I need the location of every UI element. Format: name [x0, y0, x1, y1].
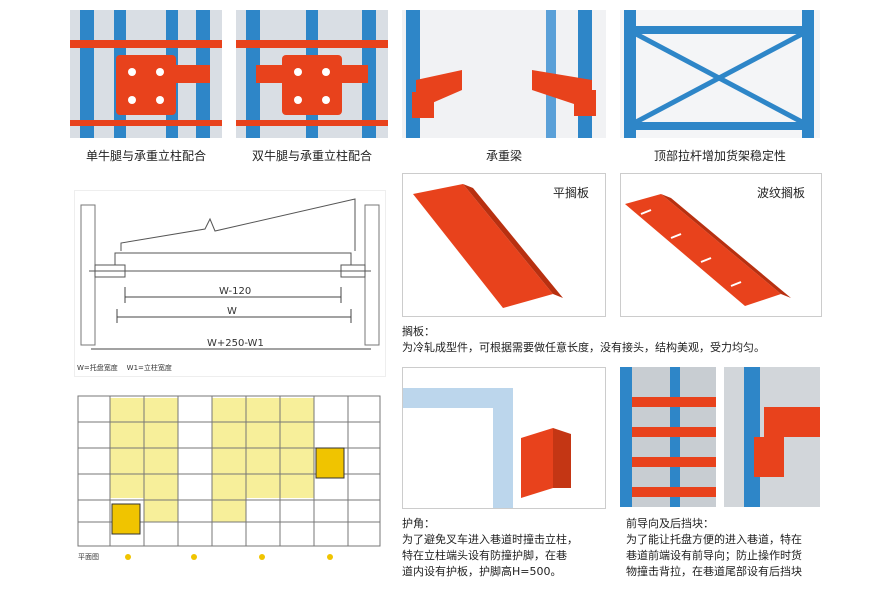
guide-title: 前导向及后挡块：	[626, 517, 714, 530]
technical-drawing: W-120 W W+250-W1 W=托盘宽度 W1=立柱宽度	[74, 190, 386, 377]
shelf-title: 搁板：	[402, 325, 435, 338]
plan-view: 平面图	[76, 394, 384, 574]
photo-double-corbel	[236, 10, 388, 138]
photo-single-corbel	[70, 10, 222, 138]
caption-single-corbel: 单牛腿与承重立柱配合	[85, 149, 206, 163]
drawing-legend: W=托盘宽度 W1=立柱宽度	[77, 364, 172, 372]
dim-w: W	[227, 306, 237, 317]
photo-guard	[402, 367, 606, 509]
photo-flat-panel: 平搁板	[402, 173, 606, 317]
caption-load-beam: 承重梁	[485, 149, 522, 163]
wave-panel-label: 波纹搁板	[756, 186, 805, 200]
photo-load-beam	[402, 10, 606, 138]
guide-line3: 物撞击背拉，在巷道尾部设有后挡块	[626, 565, 802, 578]
guard-line1: 为了避免叉车进入巷道时撞击立柱，	[402, 533, 578, 546]
guard-line3: 道内设有护板，护脚高H=500。	[402, 565, 562, 578]
guide-line1: 为了能让托盘方便的进入巷道，特在	[626, 533, 802, 546]
dim-w-120: W-120	[219, 286, 252, 297]
photo-top-tie	[620, 10, 820, 138]
plan-label: 平面图	[78, 553, 99, 561]
photo-rear-stop	[724, 367, 820, 507]
caption-double-corbel: 双牛腿与承重立柱配合	[251, 149, 372, 163]
guide-line2: 巷道前端设有前导向；防止操作时货	[626, 549, 802, 562]
guard-title: 护角：	[402, 517, 435, 530]
photo-wave-panel: 波纹搁板	[620, 173, 822, 317]
flat-panel-label: 平搁板	[552, 186, 589, 200]
dim-w-plus: W+250-W1	[207, 338, 264, 349]
shelf-desc: 为冷轧成型件，可根据需要做任意长度，没有接头，结构美观，受力均匀。	[402, 341, 765, 354]
photo-front-guide	[620, 367, 716, 507]
caption-top-tie: 顶部拉杆增加货架稳定性	[653, 149, 786, 163]
guard-line2: 特在立柱端头设有防撞护脚，在巷	[402, 549, 567, 562]
